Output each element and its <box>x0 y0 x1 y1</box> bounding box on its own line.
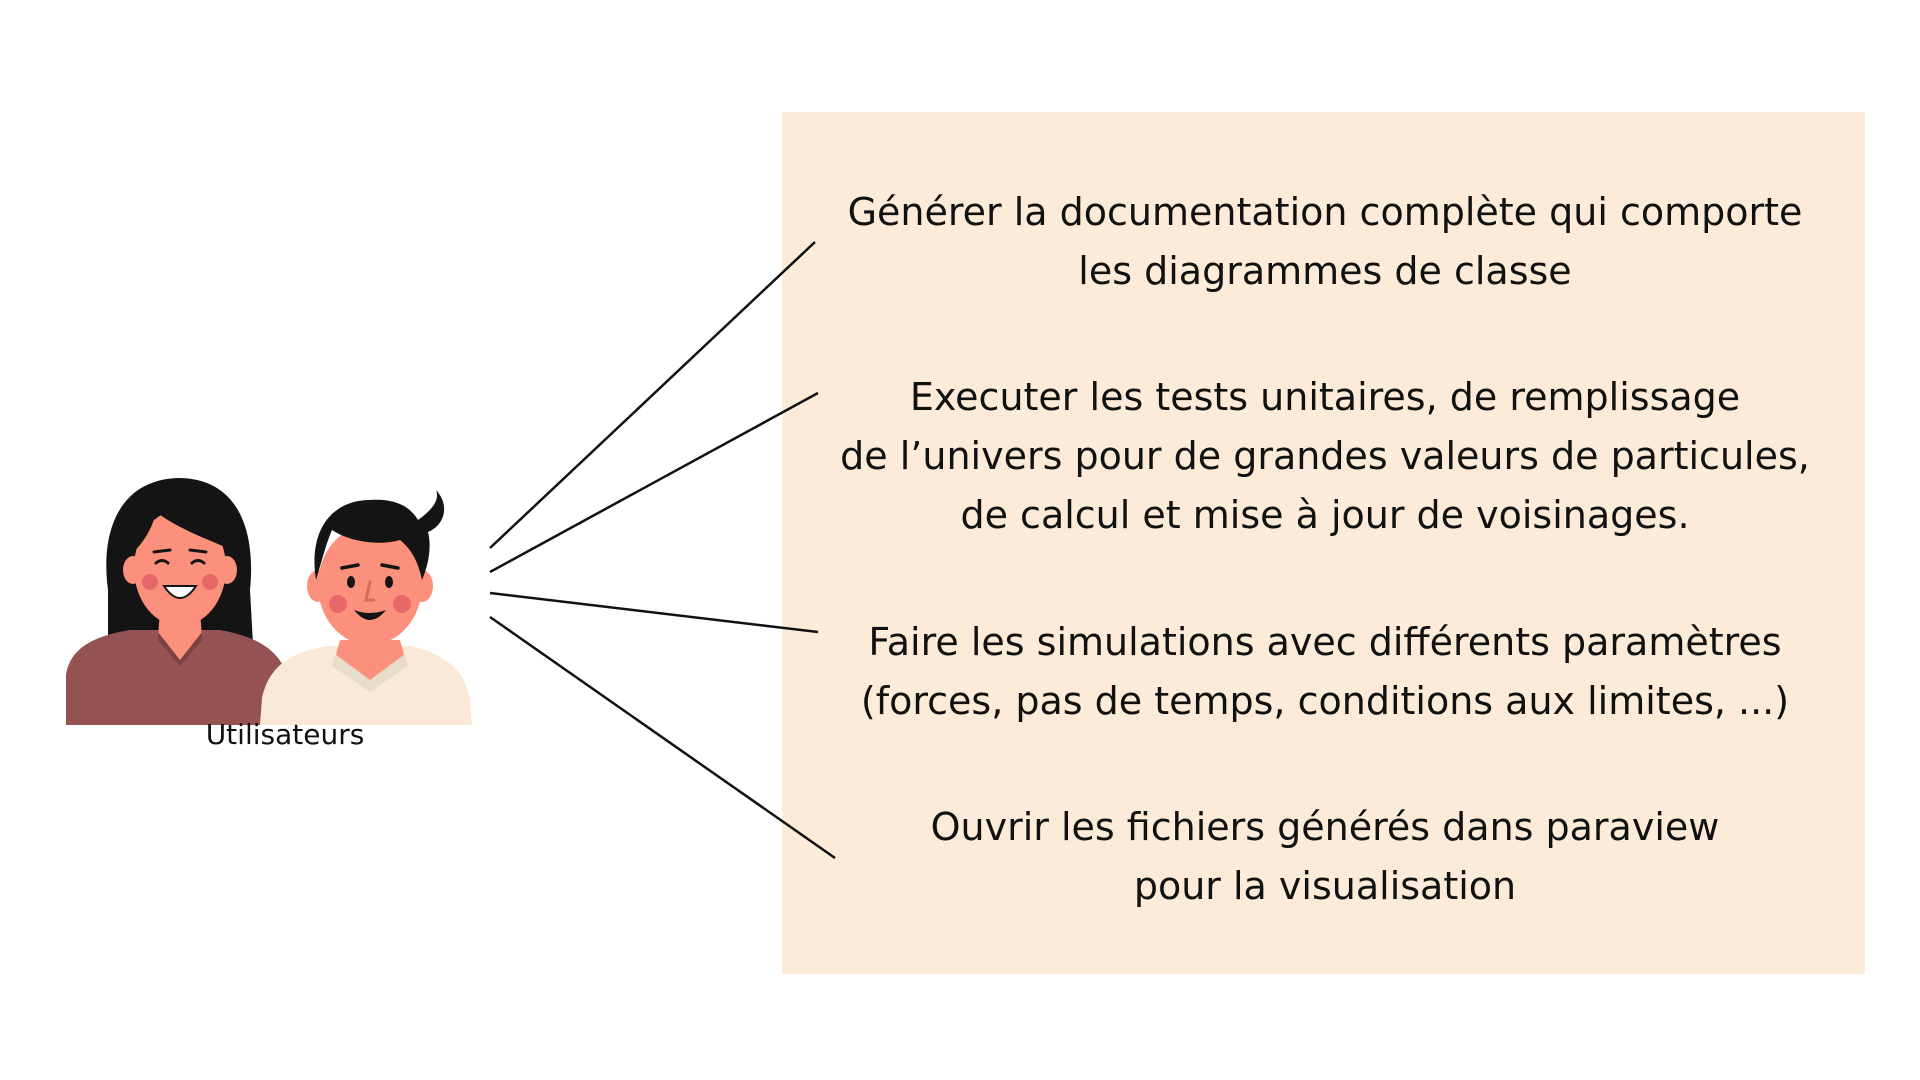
use-case-paraview: Ouvrir les fichiers générés dans paravie… <box>930 805 1720 908</box>
connector-line-1 <box>489 241 816 549</box>
woman-avatar-icon <box>66 478 290 725</box>
users-illustration <box>66 478 472 725</box>
connector-line-2 <box>489 391 819 574</box>
connector-line-3 <box>489 591 819 634</box>
connector-line-4 <box>489 615 836 860</box>
use-case-unit-tests: Executer les tests unitaires, de remplis… <box>840 375 1810 537</box>
actor-label: Utilisateurs <box>205 718 365 751</box>
use-case-simulations: Faire les simulations avec différents pa… <box>860 620 1790 723</box>
use-case-panel <box>782 112 1865 974</box>
man-avatar-icon <box>260 490 472 725</box>
use-case-documentation: Générer la documentation complète qui co… <box>847 190 1803 293</box>
